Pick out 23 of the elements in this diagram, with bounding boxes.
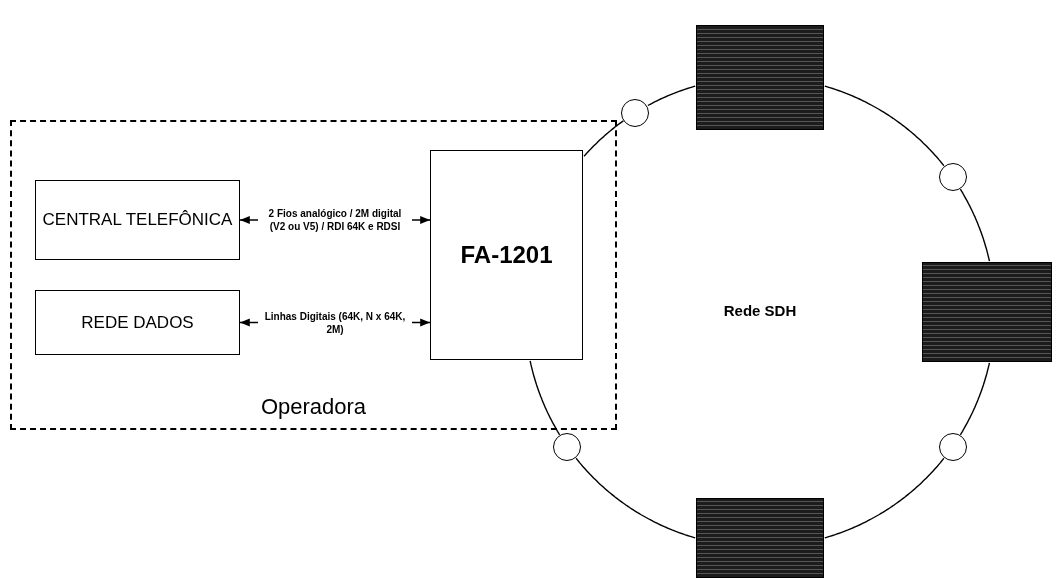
ring-line: [583, 120, 625, 157]
ring-node-circle: [553, 432, 582, 461]
ring-line: [959, 188, 991, 262]
network-node-box: [696, 24, 824, 130]
group-title: Operadora: [259, 394, 368, 420]
ring-line: [575, 457, 696, 539]
dashed-group-box: [10, 120, 617, 430]
ring-node-circle: [938, 163, 967, 192]
process-box: REDE DADOS: [35, 290, 240, 355]
ring-line: [824, 457, 945, 539]
device-box: FA-1201: [430, 150, 583, 360]
ring-line: [824, 85, 945, 167]
edge-label: 2 Fios analógico / 2M digital (V2 ou V5) / RDI 64K e RDSI: [258, 207, 412, 233]
edge-label: Linhas Digitais (64K, N x 64K, 2M): [258, 309, 412, 336]
network-node-box: [922, 262, 1052, 362]
ring-line: [647, 85, 696, 107]
ring-line: [529, 360, 561, 436]
ring-node-circle: [938, 432, 967, 461]
network-node-box: [696, 498, 824, 578]
ring-line: [959, 362, 991, 436]
network-label: Rede SDH: [722, 302, 798, 319]
ring-node-circle: [621, 98, 650, 127]
process-box: CENTRAL TELEFÔNICA: [35, 180, 240, 260]
